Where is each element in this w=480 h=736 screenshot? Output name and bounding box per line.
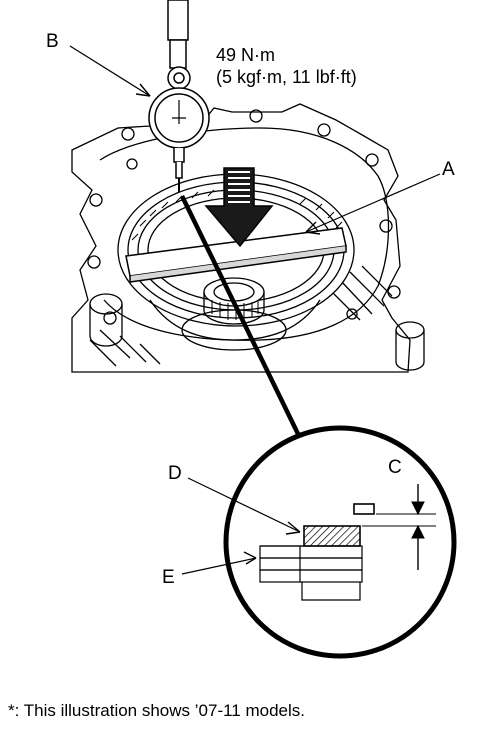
snap-ring-d: [303, 525, 361, 547]
label-e: E: [162, 567, 175, 588]
label-b: B: [46, 31, 59, 52]
torque-imperial: (5 kgf·m, 11 lbf·ft): [216, 67, 357, 87]
label-a: A: [442, 159, 455, 180]
footnote: *: This illustration shows ’07-11 models…: [8, 701, 306, 720]
dial-indicator-b: [148, 0, 210, 192]
leader-lines: [69, 45, 441, 235]
straight-edge-a: [125, 227, 347, 283]
leader-e: [181, 557, 257, 575]
leader-d: [187, 477, 301, 533]
label-d: D: [168, 463, 182, 484]
gauge-tip: [353, 503, 375, 515]
dimension-c: [362, 484, 436, 570]
torque-spec: 49 N·m (5 kgf·m, 11 lbf·ft): [216, 44, 357, 88]
downward-force-arrow: [204, 167, 274, 248]
detail-magnifier: [181, 425, 457, 659]
leader-b: [69, 45, 151, 97]
torque-metric: 49 N·m: [216, 45, 276, 65]
clutch-plate-stack-e: [259, 545, 363, 601]
leader-a: [305, 173, 441, 233]
label-c: C: [388, 457, 402, 478]
magnify-connector: [179, 195, 303, 439]
